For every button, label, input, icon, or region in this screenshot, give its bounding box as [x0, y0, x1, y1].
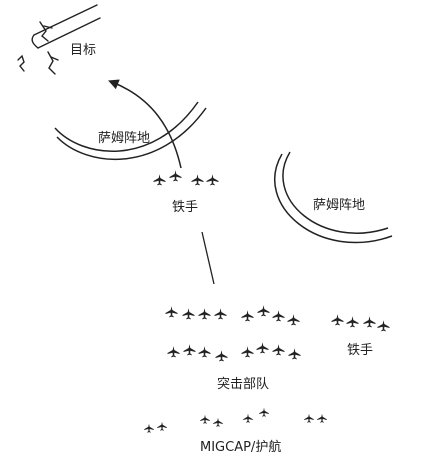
aircraft-icon [377, 320, 390, 332]
sam-site-right-label: 萨姆阵地 [313, 198, 366, 213]
aircraft-icon [241, 310, 254, 322]
migcap-escort-group [144, 407, 327, 433]
target-symbol [17, 4, 101, 75]
aircraft-icon [346, 316, 359, 328]
aircraft-icon [169, 170, 182, 182]
aircraft-icon [287, 314, 300, 326]
strike-force-label: 突击部队 [217, 377, 270, 392]
aircraft-icon [272, 344, 285, 356]
aircraft-icon [272, 310, 285, 322]
aircraft-icon [259, 407, 269, 417]
connector-line [201, 231, 215, 285]
target-label: 目标 [70, 43, 97, 58]
aircraft-icon [182, 308, 195, 320]
sam-site-left-label: 萨姆阵地 [98, 131, 151, 146]
iron-hand-right-group [331, 314, 390, 332]
iron-hand-top-label: 铁手 [172, 200, 199, 215]
iron-hand-right-label: 铁手 [347, 343, 374, 358]
sam-site-right [274, 151, 393, 244]
aircraft-icon [183, 344, 196, 356]
aircraft-icon [241, 346, 254, 358]
sam-site-left [54, 101, 207, 160]
migcap-escort-label: MIGCAP/护航 [200, 440, 282, 455]
strike-force-group [165, 305, 301, 362]
aircraft-icon [256, 342, 269, 354]
aircraft-icon [153, 174, 166, 186]
aircraft-icon [363, 316, 376, 328]
iron-hand-top-group [153, 170, 219, 186]
aircraft-icon [214, 308, 227, 320]
aircraft-icon [167, 346, 180, 358]
aircraft-icon [215, 350, 228, 362]
aircraft-icon [304, 413, 314, 423]
aircraft-icon [165, 306, 178, 318]
aircraft-icon [213, 417, 223, 427]
attack-path-arrow [108, 79, 182, 169]
aircraft-icon [144, 423, 154, 433]
aircraft-icon [206, 174, 219, 186]
aircraft-icon [288, 348, 301, 360]
aircraft-icon [157, 421, 167, 431]
aircraft-icon [243, 413, 253, 423]
aircraft-icon [257, 305, 270, 317]
aircraft-icon [317, 413, 327, 423]
aircraft-icon [191, 174, 204, 186]
aircraft-icon [331, 314, 344, 326]
aircraft-icon [198, 308, 211, 320]
aircraft-icon [200, 414, 210, 424]
aircraft-icon [198, 346, 211, 358]
